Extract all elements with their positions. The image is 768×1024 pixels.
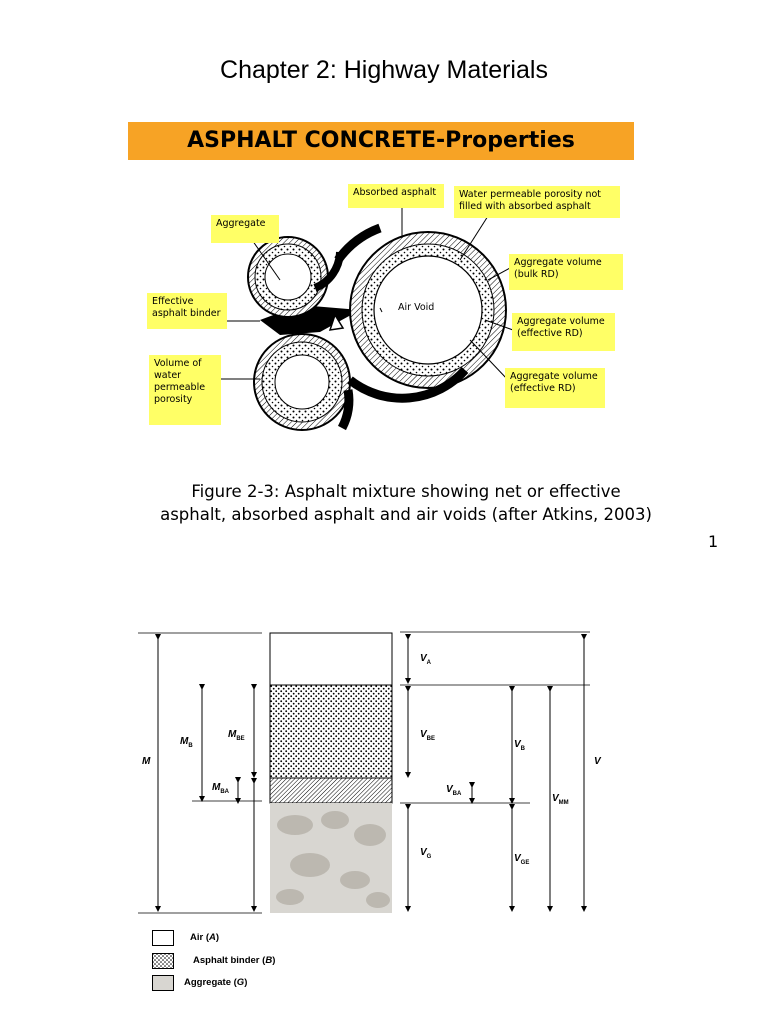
page-number: 1 xyxy=(708,532,718,551)
figure-caption: Figure 2-3: Asphalt mixture showing net … xyxy=(0,480,768,526)
label-MBA: MBA xyxy=(212,782,229,795)
legend-label-binder: Asphalt binder (B) xyxy=(193,955,275,966)
label-VBA: VBA xyxy=(446,784,461,797)
label-VA: VA xyxy=(420,653,431,666)
callout-aggregate-bulk-rd: Aggregate volume (bulk RD) xyxy=(509,254,623,290)
callout-aggregate-effective-rd-1: Aggregate volume (effective RD) xyxy=(512,313,615,351)
caption-line-2: asphalt, absorbed asphalt and air voids … xyxy=(0,503,768,526)
section-banner: ASPHALT CONCRETE-Properties xyxy=(128,122,634,160)
callout-absorbed-asphalt: Absorbed asphalt xyxy=(348,184,444,208)
legend-label-air: Air (A) xyxy=(190,932,219,943)
caption-line-1: Figure 2-3: Asphalt mixture showing net … xyxy=(0,480,768,503)
page-title: Chapter 2: Highway Materials xyxy=(0,56,768,85)
legend-swatch-aggregate xyxy=(152,975,174,991)
aggregate-particle-bottom xyxy=(254,334,350,430)
binder-phase xyxy=(270,685,392,778)
legend-swatch-binder xyxy=(152,953,174,969)
label-MB: MB xyxy=(180,736,193,749)
callout-aggregate: Aggregate xyxy=(211,215,279,243)
label-MBE: MBE xyxy=(228,729,245,742)
legend-swatch-air xyxy=(152,930,174,946)
callout-aggregate-effective-rd-2: Aggregate volume (effective RD) xyxy=(505,368,605,408)
label-M: M xyxy=(142,756,150,767)
label-VB: VB xyxy=(514,739,525,752)
label-V: V xyxy=(594,756,601,767)
phase-diagram xyxy=(130,625,610,925)
label-VBE: VBE xyxy=(420,729,435,742)
label-VG: VG xyxy=(420,847,431,860)
callout-water-permeable-porosity: Water permeable porosity not filled with… xyxy=(454,186,620,218)
legend-label-aggregate: Aggregate (G) xyxy=(184,977,247,988)
aggregate-particle-small xyxy=(248,237,328,317)
label-VMM: VMM xyxy=(552,793,569,806)
absorbed-binder-phase xyxy=(270,778,392,803)
callout-volume-water-porosity: Volume of water permeable porosity xyxy=(149,355,221,425)
label-air-void: Air Void xyxy=(398,302,434,313)
air-phase xyxy=(270,633,392,685)
label-VGE: VGE xyxy=(514,853,529,866)
callout-effective-binder: Effective asphalt binder xyxy=(147,293,227,329)
